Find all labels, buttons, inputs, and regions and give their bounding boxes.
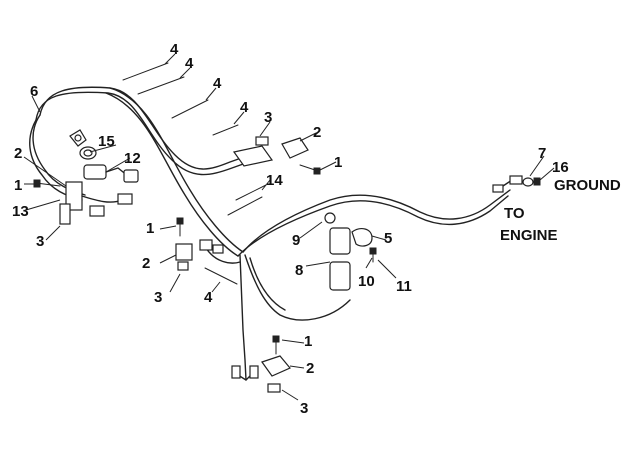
callout-4: 4 [240,99,249,116]
callout-12: 12 [124,150,141,167]
wire-pieces [122,62,267,285]
callout-10: 10 [358,273,375,290]
callout-1: 1 [14,177,22,194]
ignition-switch-assembly [59,129,139,225]
callout-3: 3 [154,289,162,306]
callout-2: 2 [313,124,321,141]
callout-numbers: 4 4 4 4 6 3 2 1 15 12 2 1 13 3 14 1 2 3 … [12,41,569,417]
callout-1: 1 [146,220,154,237]
callout-16: 16 [552,159,569,176]
relay-upper [232,136,321,175]
callout-11: 11 [396,278,412,295]
callout-13: 13 [12,203,29,220]
callout-4: 4 [204,289,213,306]
callout-8: 8 [295,262,303,279]
leader-lines [23,53,555,401]
harness-branch-connectors [199,175,523,381]
callout-9: 9 [292,232,300,249]
callout-4: 4 [170,41,179,58]
callout-15: 15 [98,133,115,150]
callout-3: 3 [264,109,272,126]
ground-label: GROUND [554,177,621,194]
callout-5: 5 [384,230,392,247]
callout-3: 3 [300,400,308,417]
callout-14: 14 [266,172,283,189]
callout-4: 4 [185,55,194,72]
callout-2: 2 [306,360,314,377]
relay-left [175,217,193,271]
to-engine-label-line1: TO [504,205,525,222]
relay-bottom [261,335,291,393]
callout-2: 2 [14,145,22,162]
main-harness [29,86,511,381]
to-engine-label-line2: ENGINE [500,227,558,244]
callout-2: 2 [142,255,150,272]
fuse-holder-assembly [324,212,377,291]
callout-4: 4 [213,75,222,92]
callout-7: 7 [538,145,546,162]
callout-1: 1 [334,154,342,171]
ground-terminal [522,177,541,187]
callout-1: 1 [304,333,312,350]
callout-3: 3 [36,233,44,250]
callout-6: 6 [30,83,38,100]
annotation-labels: GROUND TO ENGINE [500,177,621,244]
